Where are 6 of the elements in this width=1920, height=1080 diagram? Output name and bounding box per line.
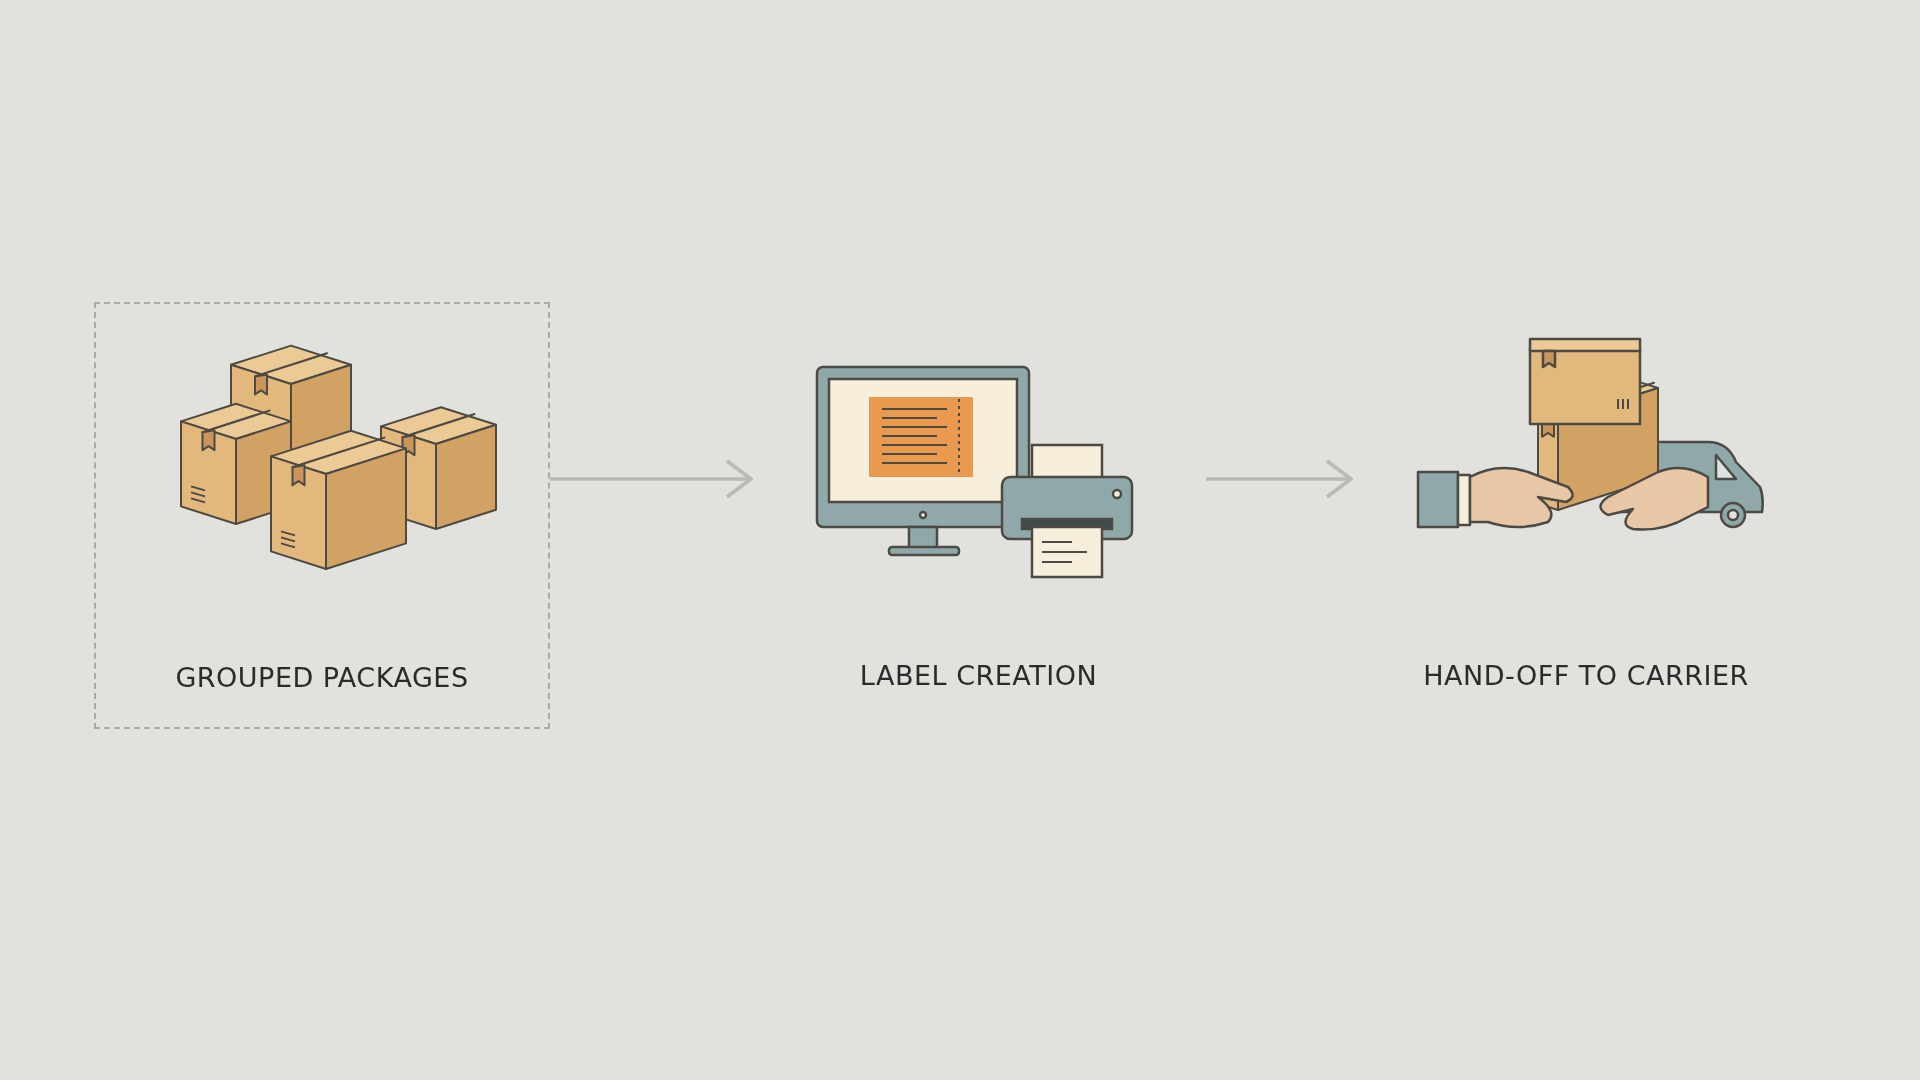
- step-label: GROUPED PACKAGES: [175, 662, 469, 693]
- arrow: [1206, 459, 1353, 499]
- arrow: [550, 459, 753, 499]
- dashed-group-frame: [94, 302, 550, 729]
- step-label: HAND-OFF TO CARRIER: [1423, 660, 1749, 691]
- step-label: LABEL CREATION: [859, 660, 1098, 691]
